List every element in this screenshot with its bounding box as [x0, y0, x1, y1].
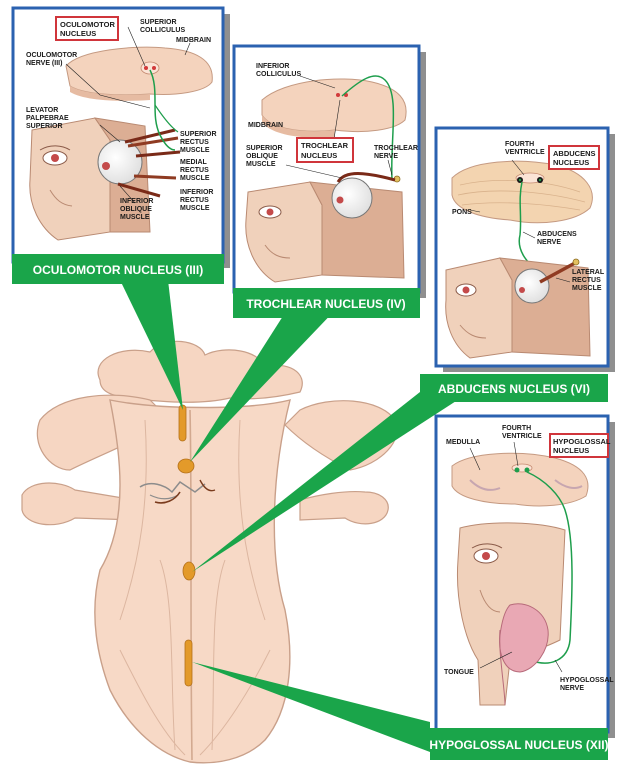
label-medulla: MEDULLA: [446, 439, 480, 446]
trochlear-banner: [233, 288, 420, 318]
abducens-highlight-line1: ABDUCENS: [553, 149, 596, 158]
label-levator-2: PALPEBRAE: [26, 115, 69, 122]
hypoglossal-banner: [430, 728, 608, 760]
abducens-highlight-line2: NUCLEUS: [553, 158, 589, 167]
label-fourth-ventricle-xii-1: FOURTH: [502, 425, 531, 432]
label-midbrain: MIDBRAIN: [176, 37, 211, 44]
label-lateral-rectus-1: LATERAL: [572, 269, 605, 276]
panel-abducens: ABDUCENS NUCLEUS FOURTH VENTRICLE PONS A…: [420, 126, 615, 402]
label-inferior-colliculus-2: COLLICULUS: [256, 71, 301, 78]
panel-trochlear: TROCHLEAR NUCLEUS INFERIOR COLLICULUS MI…: [232, 44, 426, 318]
label-inferior-rectus-2: RECTUS: [180, 197, 209, 204]
label-fourth-ventricle-1: FOURTH: [505, 141, 534, 148]
label-levator-3: SUPERIOR: [26, 123, 63, 130]
label-inferior-oblique-1: INFERIOR: [120, 198, 153, 205]
hypoglossal-nucleus-label-box: [549, 433, 609, 458]
label-medial-rectus-3: MUSCLE: [180, 175, 210, 182]
label-inferior-rectus-1: INFERIOR: [180, 189, 213, 196]
oculomotor-nucleus-marker: [178, 404, 187, 442]
oculomotor-nucleus-label-box: [55, 16, 119, 41]
label-tongue: TONGUE: [444, 669, 474, 676]
label-medial-rectus-1: MEDIAL: [180, 159, 208, 166]
abducens-nucleus-marker: [182, 561, 196, 581]
label-hypoglossal-nerve-1: HYPOGLOSSAL: [560, 677, 614, 684]
trochlear-nucleus-marker: [177, 458, 195, 474]
trochlear-highlight-line1: TROCHLEAR: [301, 141, 349, 150]
oculomotor-highlight-line1: OCULOMOTOR: [60, 20, 115, 29]
label-superior-oblique-2: OBLIQUE: [246, 153, 278, 160]
label-superior-rectus-3: MUSCLE: [180, 147, 210, 154]
label-pons: PONS: [452, 209, 472, 216]
abducens-banner-text: ABDUCENS NUCLEUS (VI): [438, 382, 590, 396]
label-oculomotor-nerve-2: NERVE (III): [26, 60, 62, 67]
hypoglossal-highlight-line2: NUCLEUS: [553, 446, 589, 455]
trochlear-nucleus-label-box: [296, 137, 354, 163]
label-abducens-nerve-2: NERVE: [537, 239, 561, 246]
hypoglossal-nucleus-marker: [184, 639, 193, 687]
oculomotor-banner: [12, 254, 224, 284]
trochlear-highlight-line2: NUCLEUS: [301, 151, 337, 160]
label-lateral-rectus-3: MUSCLE: [572, 285, 602, 292]
abducens-nucleus-label-box: [548, 145, 600, 170]
hypoglossal-banner-text: HYPOGLOSSAL NUCLEUS (XII): [429, 738, 608, 752]
label-superior-colliculus-2: COLLICULUS: [140, 27, 185, 34]
label-trochlear-nerve-1: TROCHLEAR: [374, 145, 418, 152]
trochlear-banner-text: TROCHLEAR NUCLEUS (IV): [246, 297, 405, 311]
label-inferior-oblique-3: MUSCLE: [120, 214, 150, 221]
label-inferior-colliculus-1: INFERIOR: [256, 63, 289, 70]
label-inferior-rectus-3: MUSCLE: [180, 205, 210, 212]
label-oculomotor-nerve-1: OCULOMOTOR: [26, 52, 77, 59]
label-lateral-rectus-2: RECTUS: [572, 277, 601, 284]
label-fourth-ventricle-2: VENTRICLE: [505, 149, 545, 156]
panel-oculomotor: OCULOMOTOR NUCLEUS SUPERIOR COLLICULUS M…: [11, 6, 230, 284]
connectors: [120, 280, 470, 752]
label-midbrain-iv: MIDBRAIN: [248, 122, 283, 129]
label-inferior-oblique-2: OBLIQUE: [120, 206, 152, 213]
abducens-banner: [420, 374, 608, 402]
label-hypoglossal-nerve-2: NERVE: [560, 685, 584, 692]
hypoglossal-highlight-line1: HYPOGLOSSAL: [553, 437, 611, 446]
oculomotor-banner-text: OCULOMOTOR NUCLEUS (III): [33, 263, 203, 277]
label-superior-colliculus-1: SUPERIOR: [140, 19, 177, 26]
label-superior-oblique-3: MUSCLE: [246, 161, 276, 168]
brainstem: [21, 340, 398, 764]
panel-hypoglossal: HYPOGLOSSAL NUCLEUS MEDULLA FOURTH VENTR…: [429, 414, 615, 760]
label-medial-rectus-2: RECTUS: [180, 167, 209, 174]
oculomotor-highlight-line2: NUCLEUS: [60, 29, 96, 38]
label-levator-1: LEVATOR: [26, 107, 58, 114]
label-abducens-nerve-1: ABDUCENS: [537, 231, 577, 238]
label-trochlear-nerve-2: NERVE: [374, 153, 398, 160]
label-fourth-ventricle-xii-2: VENTRICLE: [502, 433, 542, 440]
label-superior-rectus-1: SUPERIOR: [180, 131, 217, 138]
label-superior-rectus-2: RECTUS: [180, 139, 209, 146]
label-superior-oblique-1: SUPERIOR: [246, 145, 283, 152]
